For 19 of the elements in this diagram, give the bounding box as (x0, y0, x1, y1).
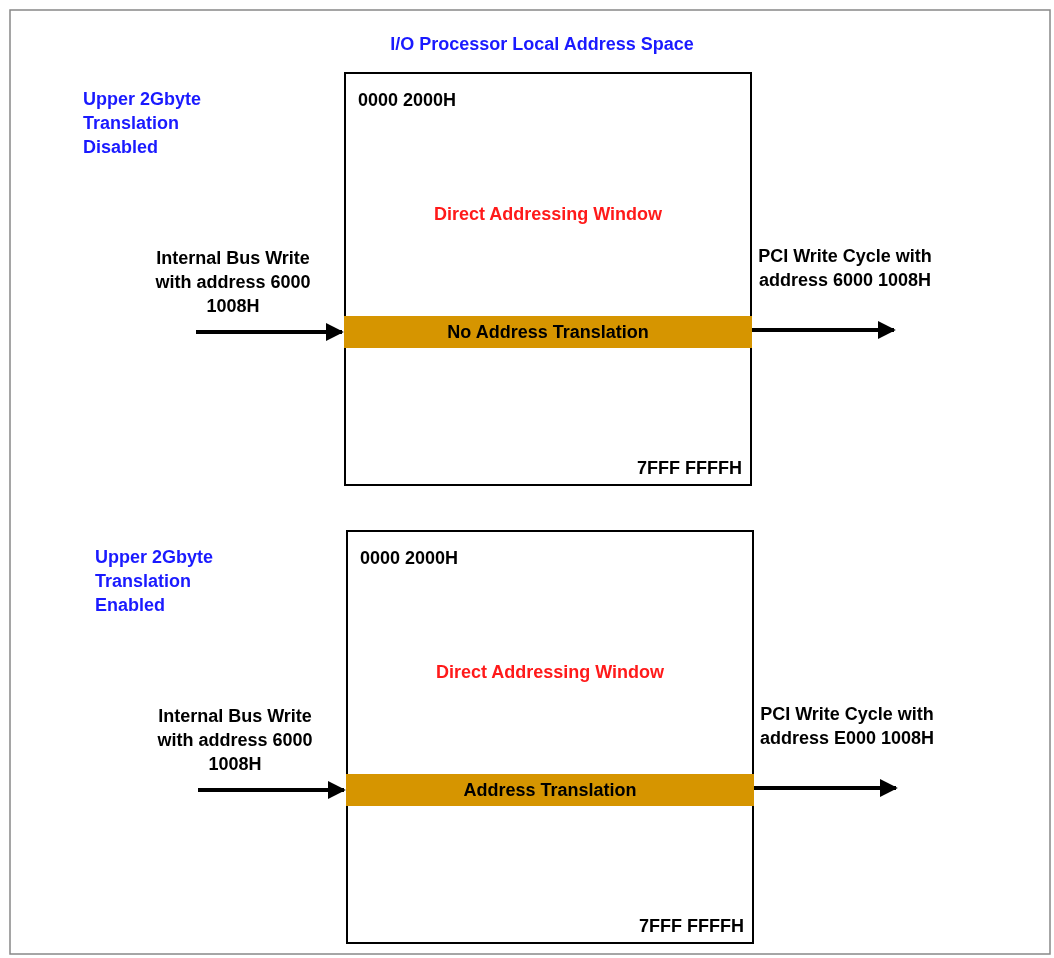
end-address: 7FFF FFFFH (637, 457, 742, 480)
mode-label: Upper 2Gbyte Translation Enabled (95, 546, 215, 617)
window-label: Direct Addressing Window (434, 661, 666, 684)
address-space-box (344, 72, 752, 486)
band-label: No Address Translation (447, 321, 649, 344)
start-address: 0000 2000H (358, 89, 457, 112)
arrow (196, 323, 344, 341)
diagram-title: I/O Processor Local Address Space (389, 33, 695, 56)
band-label: Address Translation (463, 779, 637, 802)
window-label: Direct Addressing Window (432, 203, 664, 226)
arrow (198, 781, 346, 799)
end-address: 7FFF FFFFH (639, 915, 744, 938)
arrow (752, 321, 896, 339)
arrow (754, 779, 898, 797)
translation-band (346, 774, 754, 806)
address-space-box (346, 530, 754, 944)
translation-band (344, 316, 752, 348)
mode-label: Upper 2Gbyte Translation Disabled (83, 88, 203, 159)
start-address: 0000 2000H (360, 547, 459, 570)
